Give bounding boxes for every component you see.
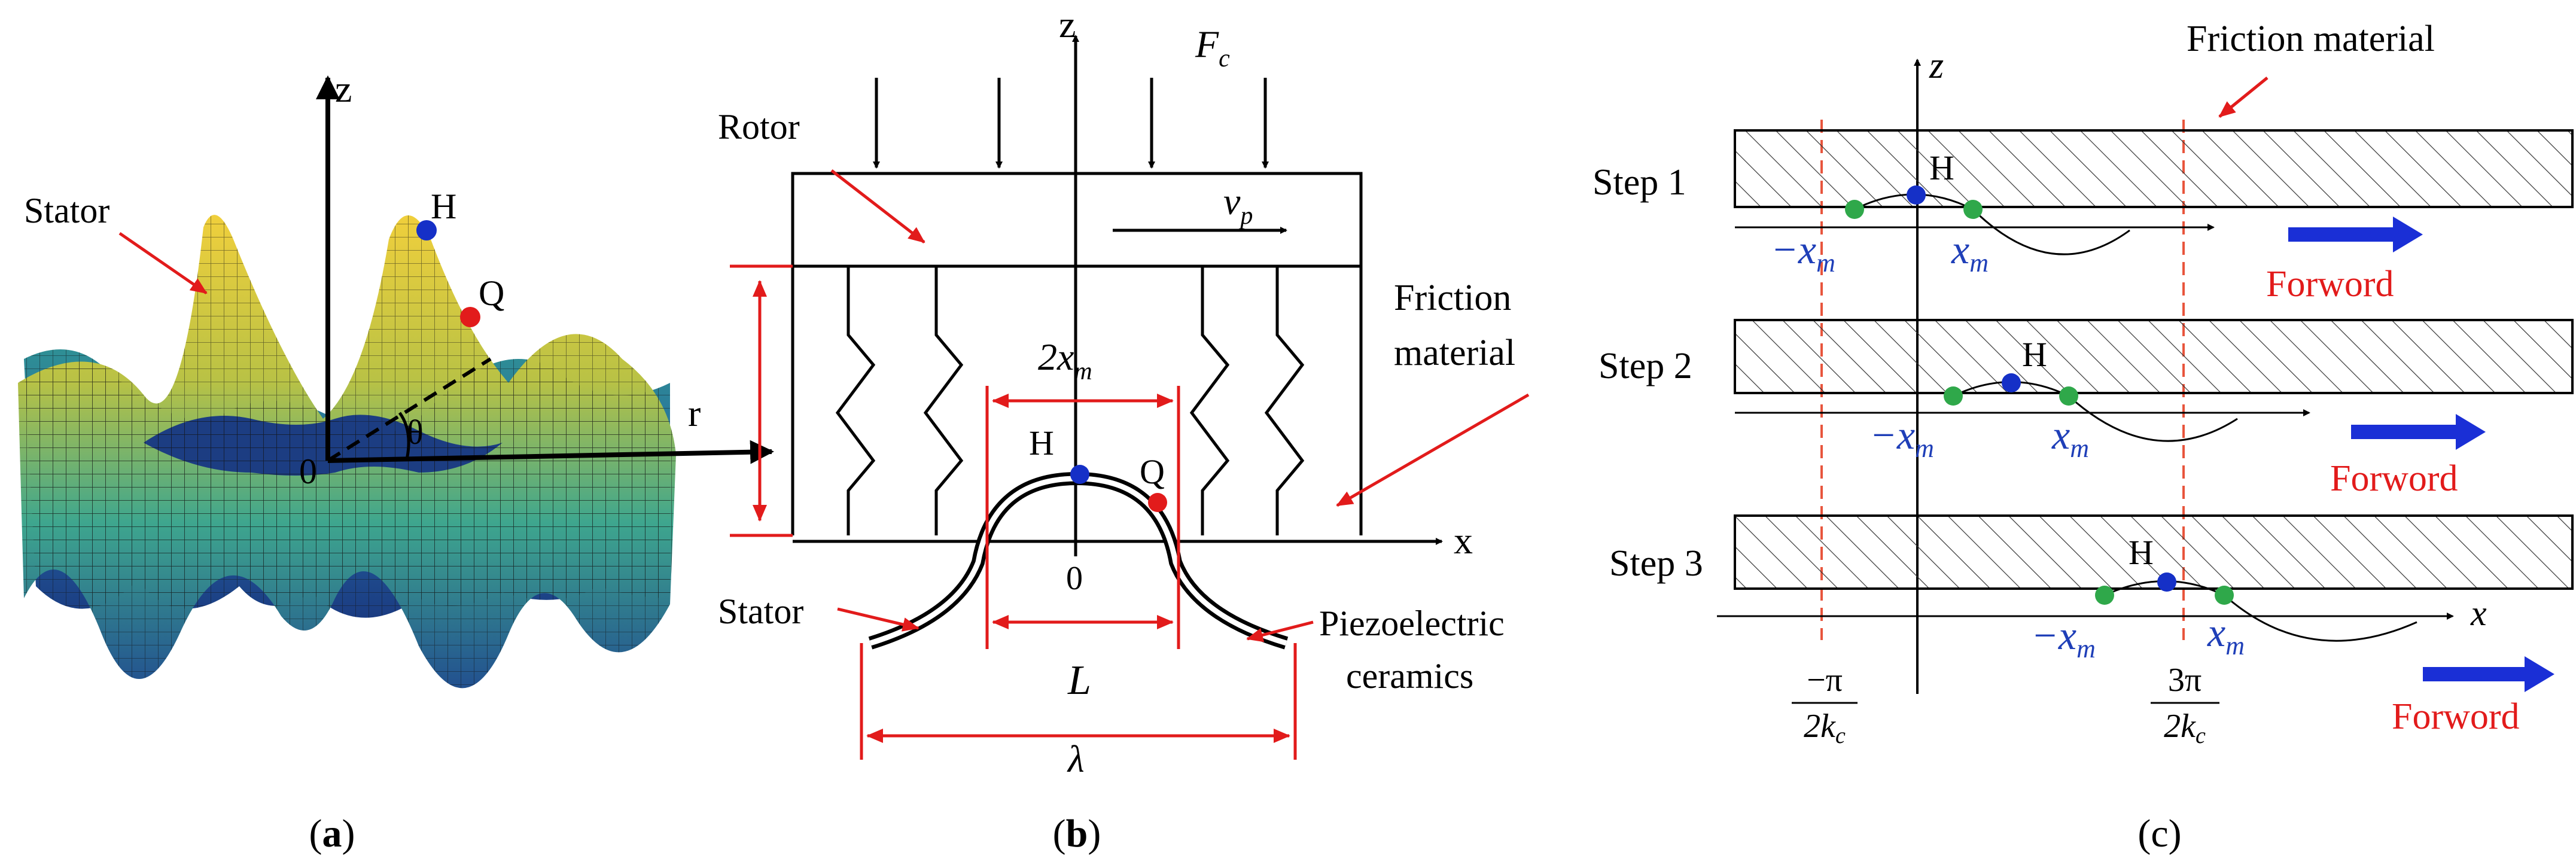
step-1: Step 1 H −xm xm Forword: [1593, 129, 2574, 304]
velocity-label: vp: [1223, 180, 1253, 230]
step-2-direction: Forword: [2330, 458, 2458, 499]
wavelength-label: λ: [1067, 738, 1085, 780]
step-2-h: H: [2022, 335, 2047, 374]
step-3-label: Step 3: [1609, 543, 1703, 584]
axis-x-label-c: x: [2470, 593, 2487, 633]
caption-c: (c): [2137, 812, 2181, 855]
left-bound-den: 2kc: [1804, 708, 1846, 748]
friction-label-b-1: Friction: [1394, 278, 1511, 318]
wavelength-dimension: [860, 643, 1297, 760]
step-1-neg-xm-dot: [1845, 200, 1864, 219]
stator-pointer-b: [837, 607, 919, 632]
q-label-b: Q: [1140, 452, 1165, 491]
axis-r-label: r: [688, 392, 701, 434]
step-2-neg-xm: −xm: [1869, 412, 1934, 463]
stator-label-a: Stator: [24, 191, 109, 230]
theta-arc: [398, 412, 410, 460]
left-bound-num: −π: [1807, 662, 1843, 699]
friction-band-1: [1734, 129, 2574, 208]
friction-pointer-c: [2218, 77, 2269, 118]
step-1-direction: Forword: [2266, 264, 2394, 304]
theta-ray: [327, 357, 492, 462]
panel-a: z r 0 θ H Q Stator (a): [18, 68, 774, 855]
force-arrows: [873, 78, 1269, 169]
step-1-label: Step 1: [1593, 162, 1686, 203]
piezo-pointer: [1246, 620, 1314, 642]
friction-label-c: Friction material: [2187, 19, 2435, 59]
axis-z-label: z: [335, 68, 352, 110]
point-h: [416, 220, 437, 240]
step-2-forward-arrow: [2351, 414, 2486, 450]
step-1-neg-xm: −xm: [1771, 227, 1835, 278]
step-2-label: Step 2: [1598, 346, 1692, 386]
friction-band-3: [1734, 514, 2574, 590]
friction-pointer-b: [1336, 393, 1530, 507]
step-1-h: H: [1929, 148, 1954, 187]
step-3-h-dot: [2157, 572, 2176, 592]
step-3-xm: xm: [2207, 610, 2245, 660]
step-2-xm-dot: [2059, 386, 2078, 406]
step-3: Step 3 H −xm xm x Forword: [1609, 514, 2574, 737]
right-bound-label: 3π 2kc: [2151, 662, 2219, 748]
springs: [835, 266, 1305, 535]
axis-z-label-c: z: [1929, 45, 1944, 86]
h-label: H: [431, 187, 456, 226]
caption-a: (a): [309, 812, 355, 855]
rotor-pointer: [830, 169, 925, 243]
r-axis: [327, 440, 774, 464]
axis-x-label-b: x: [1454, 519, 1473, 562]
length-l-label: L: [1067, 657, 1091, 703]
piezo-label-2: ceramics: [1346, 656, 1473, 696]
step-1-forward-arrow: [2288, 217, 2423, 252]
panel-c: z Friction material Step 1 H −xm xm Forw…: [1593, 19, 2574, 855]
step-2-neg-xm-dot: [1944, 386, 1963, 406]
width-2xm-label: 2xm: [1038, 336, 1092, 385]
stator-pointer-a: [118, 232, 208, 295]
step-2-wave: [1953, 381, 2238, 442]
step-3-wave: [2104, 580, 2417, 642]
step-2-xm: xm: [2051, 412, 2089, 463]
panel-b: z x 0 Fc vp Rotor Friction material 2xm …: [718, 3, 1530, 855]
left-bound-label: −π 2kc: [1792, 662, 1858, 748]
step-1-xm-dot: [1963, 200, 1983, 219]
point-h-b: [1070, 465, 1089, 484]
friction-band-2: [1734, 319, 2574, 394]
q-label: Q: [479, 273, 504, 313]
step-3-h: H: [2129, 533, 2154, 572]
force-label: Fc: [1195, 23, 1230, 72]
point-q: [460, 307, 480, 327]
step-3-xm-dot: [2215, 586, 2234, 605]
step-3-forward-arrow: [2423, 656, 2554, 692]
point-q-b: [1148, 493, 1167, 512]
stator-label-b: Stator: [718, 592, 803, 631]
right-bound-num: 3π: [2168, 662, 2202, 699]
friction-label-b-2: material: [1394, 333, 1515, 373]
step-1-xm: xm: [1951, 227, 1989, 278]
step-3-direction: Forword: [2392, 696, 2520, 737]
h-label-b: H: [1029, 424, 1054, 462]
rotor-label: Rotor: [718, 107, 800, 147]
step-2-h-dot: [2002, 373, 2021, 392]
step-2: Step 2 H −xm xm Forword: [1598, 319, 2574, 499]
height-dimension: [730, 264, 793, 537]
piezo-label-1: Piezoelectric: [1319, 604, 1505, 643]
step-3-neg-xm: −xm: [2031, 613, 2096, 663]
origin-label-b: 0: [1066, 560, 1083, 597]
theta-label: θ: [407, 413, 424, 452]
step-1-h-dot: [1907, 185, 1926, 205]
axis-z-label-b: z: [1059, 3, 1076, 45]
step-3-neg-xm-dot: [2095, 586, 2114, 605]
caption-b: (b): [1053, 812, 1101, 855]
origin-label: 0: [299, 452, 317, 491]
stator-surface: [18, 215, 676, 689]
right-bound-den: 2kc: [2164, 708, 2206, 748]
width-2xm-dimension: [985, 386, 1180, 649]
